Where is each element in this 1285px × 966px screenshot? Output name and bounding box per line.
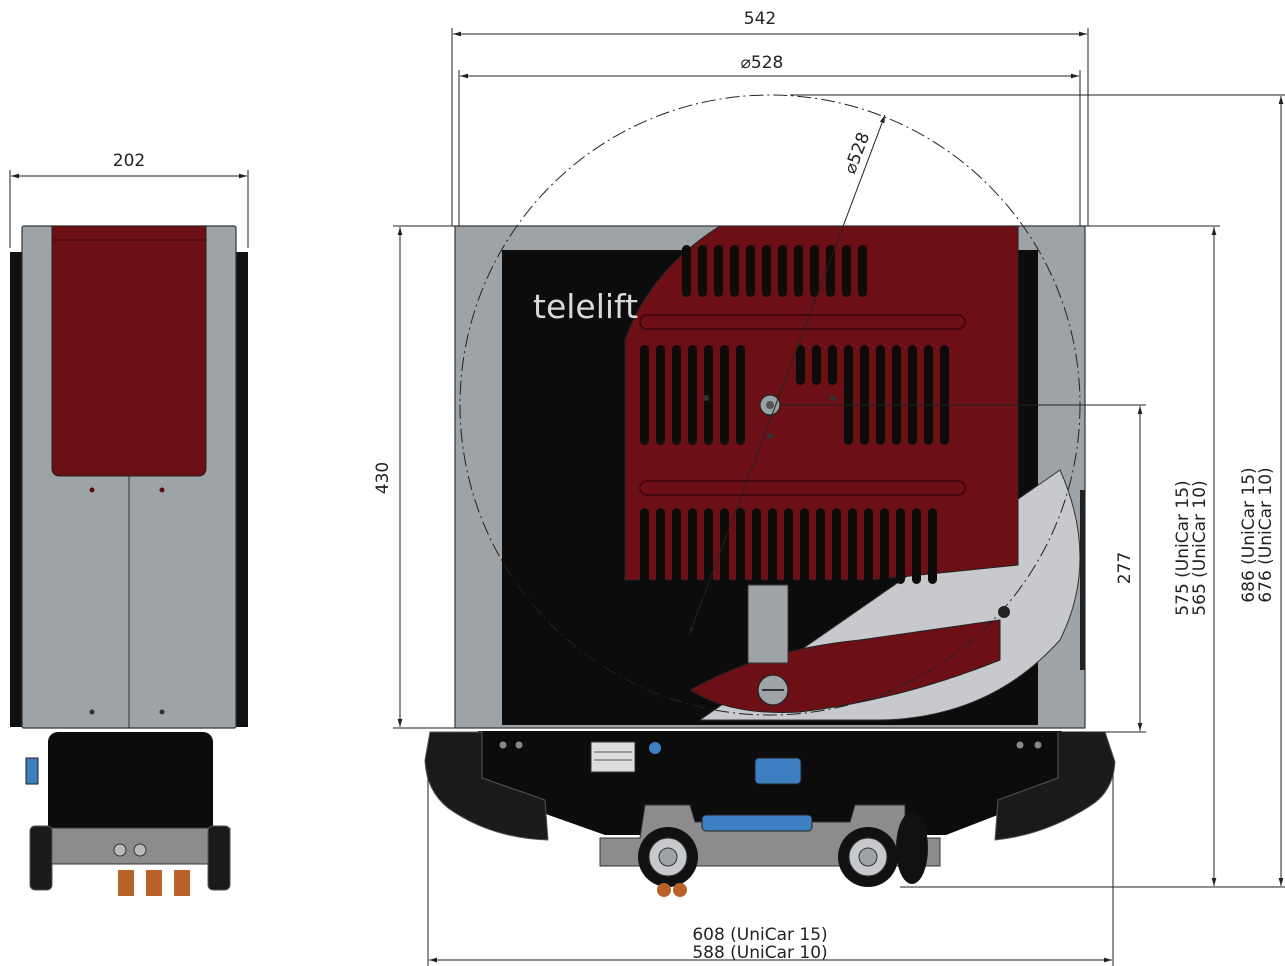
side-view-left-panel [10, 252, 24, 727]
side-view-right-panel [234, 252, 248, 727]
side-view-chassis [48, 732, 213, 837]
blue-sensor [754, 757, 802, 785]
side-view-red-panel [51, 225, 207, 477]
dim-base-width-line1: 608 (UniCar 15) [692, 925, 827, 945]
dim-wheel-diameter-diag: ⌀528 [840, 130, 874, 177]
dim-axis-height: 277 [1115, 552, 1135, 584]
side-view [10, 225, 248, 896]
dim-wheel-diameter: ⌀528 [741, 53, 784, 73]
dim-housing-height: 430 [373, 462, 393, 494]
dim-side-width: 202 [113, 151, 145, 171]
dim-height-mid-line1: 575 (UniCar 15) [1173, 480, 1193, 615]
dim-base-width-line2: 588 (UniCar 10) [692, 943, 827, 963]
dim-height-mid-line2: 565 (UniCar 10) [1190, 480, 1210, 615]
brand-logo: telelift [533, 287, 638, 326]
dim-height-total-line2: 676 (UniCar 10) [1256, 467, 1276, 602]
dim-total-width: 542 [744, 9, 776, 29]
side-view-left-wheel [29, 825, 53, 891]
right-drive-wheel [838, 827, 898, 887]
side-view-right-wheel [207, 825, 231, 891]
front-view: telelift [424, 225, 1116, 897]
dimension-labels: 202 542 ⌀528 ⌀528 430 277 575 (UniCar 15… [113, 9, 1276, 963]
dim-height-total-line1: 686 (UniCar 15) [1239, 467, 1259, 602]
dimension-lines [9, 28, 1285, 966]
left-drive-wheel [638, 827, 698, 887]
type-plate [590, 741, 636, 773]
